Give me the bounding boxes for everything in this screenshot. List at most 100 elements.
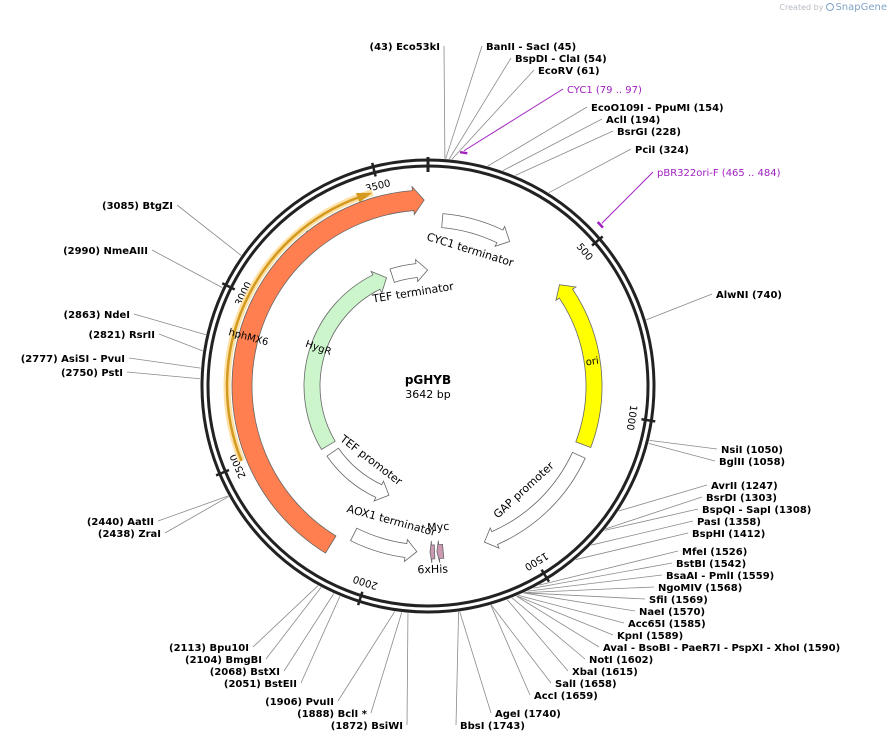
site-bsteii[interactable]: (2051) BstEII — [224, 679, 297, 690]
feature-cyc1-terminator[interactable] — [441, 213, 511, 247]
leader-sali — [490, 604, 552, 684]
tick-mark — [591, 235, 604, 247]
primer-pbr322ori-f-mark[interactable] — [596, 221, 604, 229]
primer-markers: CYC1 (79 .. 97) pBR322ori-F (465 .. 484) — [459, 85, 781, 229]
feature-hygr[interactable] — [303, 270, 388, 451]
leader-psti — [126, 371, 201, 380]
feature-6xhis[interactable] — [429, 540, 436, 564]
site-asisi[interactable]: (2777) AsiSI - PvuI — [21, 354, 125, 365]
tick-mark — [641, 417, 656, 423]
leader-bsphi — [575, 532, 689, 560]
site-sfii[interactable]: SfiI (1569) — [649, 595, 708, 606]
site-acli[interactable]: AclI (194) — [606, 115, 660, 126]
feature-ori[interactable] — [555, 284, 603, 449]
site-bsrdi[interactable]: BsrDI (1303) — [706, 493, 777, 504]
leader-ndei — [133, 313, 206, 336]
orf-outer-head — [355, 192, 373, 203]
leader-banii — [445, 45, 483, 159]
primer-pbr322ori-f[interactable]: pBR322ori-F (465 .. 484) — [657, 168, 781, 179]
feature-aox1-terminator[interactable] — [350, 527, 418, 563]
leader-ecoo109i — [487, 106, 588, 167]
site-rsrii[interactable]: (2821) RsrII — [89, 330, 155, 341]
site-zrai[interactable]: (2438) ZraI — [98, 529, 161, 540]
snapgene-logo-icon — [826, 3, 835, 11]
site-bsaai[interactable]: BsaAI - PmlI (1559) — [666, 571, 774, 582]
site-kpni[interactable]: KpnI (1589) — [617, 631, 683, 642]
tick-mark — [215, 468, 230, 477]
leader-noti — [511, 597, 586, 660]
site-pasi[interactable]: PasI (1358) — [697, 517, 761, 528]
leader-pvuii — [337, 611, 396, 702]
site-aatii[interactable]: (2440) AatII — [87, 517, 154, 528]
site-alwni[interactable]: AlwNI (740) — [716, 290, 782, 301]
leader-bspqi — [604, 508, 699, 531]
site-psti[interactable]: (2750) PstI — [61, 368, 123, 379]
site-leader-lines — [126, 45, 718, 726]
site-mfei[interactable]: MfeI (1526) — [682, 547, 747, 558]
primer-cyc1[interactable]: CYC1 (79 .. 97) — [567, 85, 642, 96]
site-eco53ki[interactable]: (43) Eco53kI — [370, 42, 440, 53]
site-acci[interactable]: AccI (1659) — [534, 691, 598, 702]
leader-rsrii — [158, 333, 203, 352]
feature-hphmx6[interactable] — [231, 185, 425, 554]
site-bbsi[interactable]: BbsI (1743) — [460, 721, 525, 732]
site-bstbi[interactable]: BstBI (1542) — [676, 559, 746, 570]
site-banii[interactable]: BanII - SacI (45) — [486, 42, 576, 53]
feature-label-myc: Myc — [427, 520, 450, 535]
leader-bpu10i — [252, 585, 319, 648]
site-xbai[interactable]: XbaI (1615) — [572, 667, 638, 678]
site-bsiwi[interactable]: (1872) BsiWI — [331, 721, 403, 732]
tick-mark — [371, 162, 377, 177]
site-ngomiv[interactable]: NgoMIV (1568) — [658, 583, 742, 594]
site-bsphi[interactable]: BspHI (1412) — [692, 529, 765, 540]
leader-nmeaiii — [151, 249, 223, 289]
site-avai[interactable]: AvaI - BsoBI - PaeR7I - PspXI - XhoI (15… — [603, 643, 840, 654]
site-labels: (43) Eco53kI BanII - SacI (45)BspDI - Cla… — [21, 42, 840, 732]
leader-acci — [490, 604, 531, 696]
feature-tef-terminator[interactable] — [389, 258, 429, 283]
primer-cyc1-leader — [463, 88, 564, 152]
site-acc65i[interactable]: Acc65I (1585) — [628, 619, 706, 630]
leader-bsaai — [527, 574, 663, 592]
leader-ecorv — [451, 69, 535, 160]
site-sali[interactable]: SalI (1658) — [555, 679, 617, 690]
site-naei[interactable]: NaeI (1570) — [639, 607, 705, 618]
leader-btgzi — [176, 204, 242, 256]
site-ndei[interactable]: (2863) NdeI — [64, 310, 130, 321]
feature-tef-promoter[interactable] — [326, 447, 390, 502]
leader-sfii — [524, 592, 646, 600]
site-ecoo109i[interactable]: EcoO109I - PpuMI (154) — [591, 103, 724, 114]
leader-bmgbi — [265, 587, 322, 660]
feature-gap-promoter[interactable] — [483, 451, 586, 549]
feature-myc[interactable] — [436, 540, 445, 563]
site-pcii[interactable]: PciI (324) — [635, 145, 689, 156]
site-bstxi[interactable]: (2068) BstXI — [210, 667, 280, 678]
site-noti[interactable]: NotI (1602) — [589, 655, 653, 666]
site-btgzi[interactable]: (3085) BtgZI — [102, 201, 173, 212]
site-bspqi[interactable]: BspQI - SapI (1308) — [702, 505, 811, 516]
tick-label: 2000 — [352, 573, 380, 591]
site-bspdi[interactable]: BspDI - ClaI (54) — [515, 54, 607, 65]
leader-alwni — [646, 293, 713, 321]
site-bsrgi[interactable]: BsrGI (228) — [617, 127, 681, 138]
site-ecorv[interactable]: EcoRV (61) — [538, 66, 600, 77]
site-bcli[interactable]: (1888) BclI * — [297, 709, 368, 720]
site-nmeaiii[interactable]: (2990) NmeAIII — [63, 246, 148, 257]
site-avrii[interactable]: AvrII (1247) — [711, 481, 778, 492]
site-bmgbi[interactable]: (2104) BmgBI — [185, 655, 262, 666]
site-bpu10i[interactable]: (2113) Bpu10I — [169, 643, 249, 654]
site-pvuii[interactable]: (1906) PvuII — [265, 697, 334, 708]
site-bglii[interactable]: BglII (1058) — [719, 457, 785, 468]
leader-bcli — [370, 612, 403, 714]
site-agei[interactable]: AgeI (1740) — [495, 709, 561, 720]
leader-bstbi — [533, 562, 673, 589]
orf-outer — [225, 195, 360, 462]
leader-xbai — [507, 599, 569, 672]
tick-mark — [356, 591, 364, 606]
primer-cyc1-mark[interactable] — [459, 150, 468, 155]
tick-label: 1000 — [624, 404, 639, 431]
site-nsii[interactable]: NsiI (1050) — [721, 445, 783, 456]
leader-kpni — [516, 595, 614, 636]
